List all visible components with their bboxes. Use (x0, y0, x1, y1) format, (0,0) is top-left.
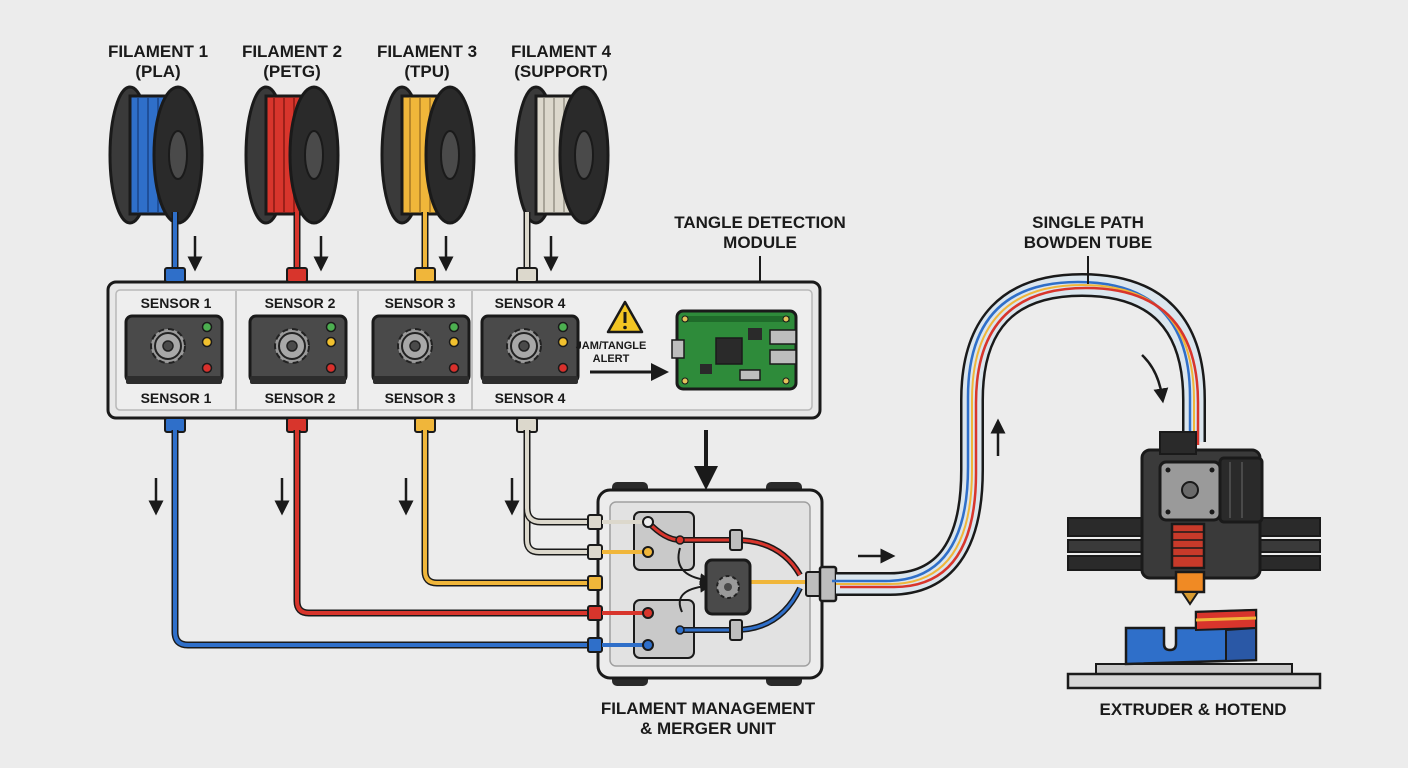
sensor-2-label-bottom: SENSOR 2 (265, 390, 336, 406)
led-red-icon (325, 362, 337, 374)
bowden-tube-label: SINGLE PATH BOWDEN TUBE (1024, 213, 1152, 284)
extruder-assembly (1067, 431, 1321, 606)
led-red-icon (201, 362, 213, 374)
controller-board (671, 309, 798, 391)
gear-icon (397, 328, 433, 364)
spool-2-title: FILAMENT 2 (242, 42, 342, 61)
bowden-tube (832, 272, 1206, 596)
tube-label-line1: SINGLE PATH (1032, 213, 1144, 232)
jam-alert: JAM/TANGLE ALERT (576, 300, 669, 381)
feed-arrows-out (148, 430, 718, 516)
led-yellow-icon (448, 336, 460, 348)
merger-label-line1: FILAMENT MANAGEMENT (601, 699, 816, 718)
merger-label-line2: & MERGER UNIT (640, 719, 777, 738)
spool-4-title: FILAMENT 4 (511, 42, 612, 61)
led-yellow-icon (201, 336, 213, 348)
gear-icon (274, 328, 310, 364)
led-red-icon (557, 362, 569, 374)
sensor-1-label-top: SENSOR 1 (141, 295, 212, 311)
merger-label: FILAMENT MANAGEMENT & MERGER UNIT (601, 699, 816, 738)
sensor-4-label-bottom: SENSOR 4 (495, 390, 566, 406)
sensor-3-label-top: SENSOR 3 (385, 295, 456, 311)
spool-4-material: (SUPPORT) (514, 62, 608, 81)
spool-labels: FILAMENT 1 (PLA) FILAMENT 2 (PETG) FILAM… (108, 42, 612, 81)
merger-unit (587, 482, 838, 686)
feed-lines-out (171, 430, 598, 649)
gear-icon (506, 328, 542, 364)
led-green-icon (448, 321, 460, 333)
led-red-icon (448, 362, 460, 374)
alert-label-line1: JAM/TANGLE (576, 340, 647, 352)
gear-icon (150, 328, 186, 364)
led-yellow-icon (557, 336, 569, 348)
feed-arrows-in (187, 236, 559, 272)
spool-3-material: (TPU) (404, 62, 449, 81)
spool-3 (380, 85, 476, 225)
gear-icon (716, 575, 740, 599)
sensor-1: SENSOR 1 SENSOR 1 (124, 295, 224, 406)
sensor-3-label-bottom: SENSOR 3 (385, 390, 456, 406)
feed-lines-in (171, 212, 531, 272)
spool-2-material: (PETG) (263, 62, 321, 81)
alert-label-line2: ALERT (593, 353, 630, 365)
module-title-line2: MODULE (723, 233, 797, 252)
sensor-2: SENSOR 2 SENSOR 2 (248, 295, 348, 406)
spool-1-material: (PLA) (135, 62, 180, 81)
spool-4 (514, 85, 610, 225)
spool-2 (244, 85, 340, 225)
led-yellow-icon (325, 336, 337, 348)
led-green-icon (325, 321, 337, 333)
sensor-2-label-top: SENSOR 2 (265, 295, 336, 311)
led-green-icon (557, 321, 569, 333)
sensor-4: SENSOR 4 SENSOR 4 (480, 295, 580, 406)
print-bed (1066, 608, 1322, 690)
sensor-1-label-bottom: SENSOR 1 (141, 390, 212, 406)
spool-3-title: FILAMENT 3 (377, 42, 477, 61)
tube-label-line2: BOWDEN TUBE (1024, 233, 1152, 252)
spool-1 (108, 85, 204, 225)
sensor-3: SENSOR 3 SENSOR 3 (371, 295, 471, 406)
extruder-label: EXTRUDER & HOTEND (1099, 700, 1286, 719)
led-green-icon (201, 321, 213, 333)
tangle-module-title: TANGLE DETECTION MODULE (674, 213, 846, 282)
warning-icon (606, 300, 644, 334)
sensor-4-label-top: SENSOR 4 (495, 295, 566, 311)
module-title-line1: TANGLE DETECTION (674, 213, 846, 232)
spool-1-title: FILAMENT 1 (108, 42, 208, 61)
